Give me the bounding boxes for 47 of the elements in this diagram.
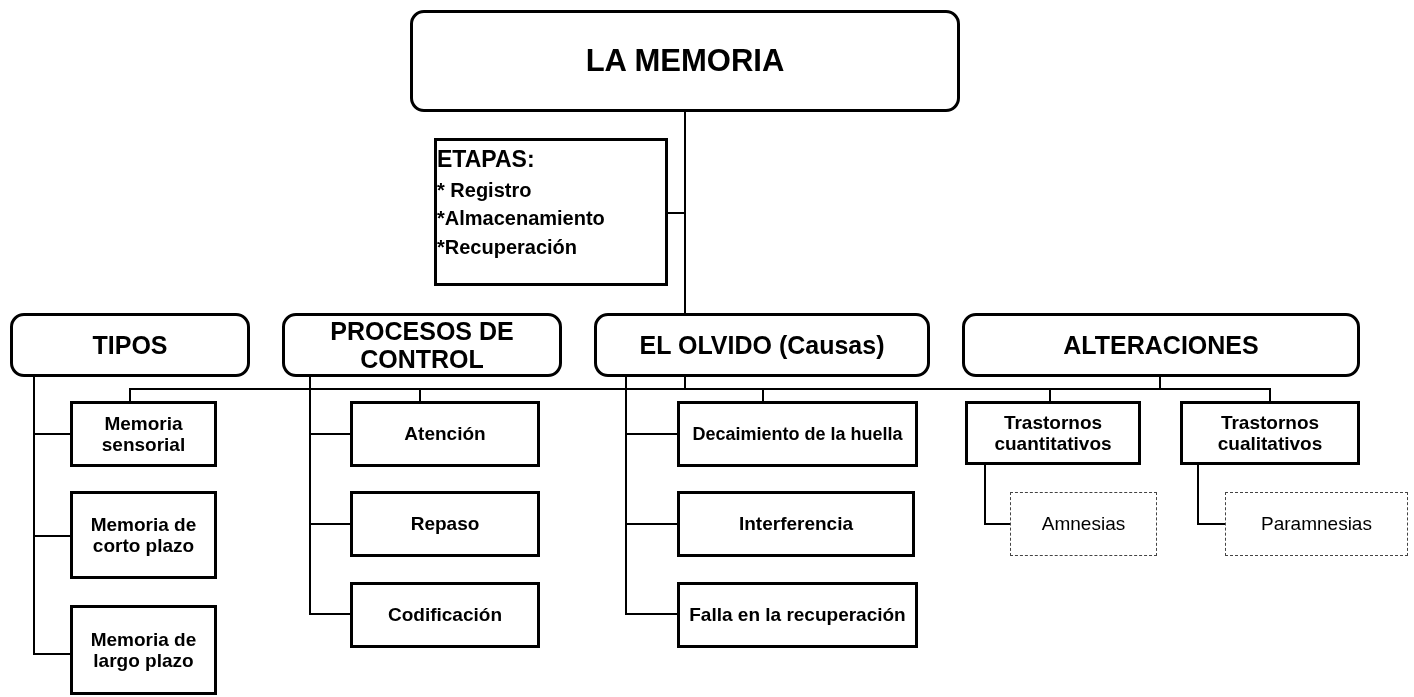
node-label: TIPOS [92, 331, 168, 359]
process-box [350, 401, 540, 467]
category-box [282, 313, 562, 377]
connector-line [667, 111, 686, 214]
process-box [70, 491, 217, 579]
node-label: ALTERACIONES [1063, 331, 1259, 359]
dashed-box [1225, 492, 1408, 556]
category-box [594, 313, 930, 377]
process-box [965, 401, 1141, 465]
node-label: Trastornos cuantitativos [993, 411, 1113, 455]
process-box [677, 491, 915, 557]
process-box [1180, 401, 1360, 465]
process-box [70, 401, 217, 467]
connector-line [33, 376, 71, 655]
connector-line [1197, 464, 1226, 525]
connector-line [984, 464, 1011, 525]
node-label: Memoria de largo plazo [89, 628, 198, 672]
connector-line [625, 376, 678, 615]
process-box [677, 582, 918, 648]
node-label: Interferencia [738, 513, 853, 535]
node-label: Amnesias [1041, 513, 1126, 535]
process-box [677, 401, 918, 467]
node-label: Trastornos cualitativos [1216, 411, 1324, 455]
node-label: PROCESOS DE CONTROL [329, 317, 515, 373]
process-box [70, 605, 217, 695]
node-label: Falla en la recuperación [689, 604, 906, 626]
node-label: EL OLVIDO (Causas) [639, 331, 885, 359]
process-box [350, 491, 540, 557]
node-label: Paramnesias [1261, 513, 1372, 535]
process-box [350, 582, 540, 648]
node-label: Memoria de corto plazo [89, 513, 198, 557]
list-item: * Registro [437, 178, 532, 202]
node-label: Atención [404, 423, 486, 445]
category-box [10, 313, 250, 377]
title-box [410, 10, 960, 112]
node-label: Decaimiento de la huella [692, 423, 903, 445]
list-item: *Almacenamiento [437, 207, 605, 230]
list-heading: ETAPAS: [437, 147, 535, 173]
connector-line [309, 376, 351, 615]
dashed-box [1010, 492, 1157, 556]
node-label: Memoria sensorial [100, 412, 187, 456]
node-label: Codificación [388, 604, 502, 626]
list-item: *Recuperación [437, 235, 578, 258]
node-label: Repaso [410, 513, 480, 535]
node-label: LA MEMORIA [585, 43, 785, 79]
category-box [962, 313, 1360, 377]
list-box [434, 138, 668, 286]
